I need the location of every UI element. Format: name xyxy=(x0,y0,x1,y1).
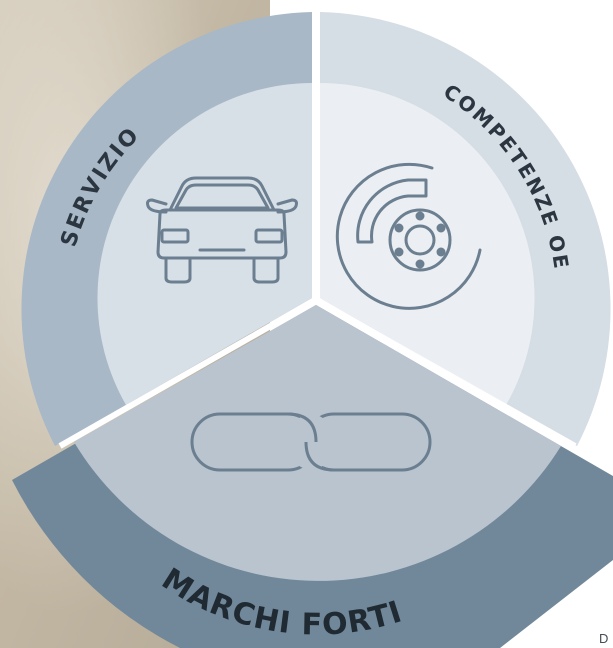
brake-disc-icon xyxy=(335,162,482,310)
corner-text: D xyxy=(599,631,609,646)
segment-competenze-oe xyxy=(320,12,611,446)
chain-link-icon xyxy=(190,412,432,472)
segment-dividers xyxy=(58,10,577,449)
car-icon xyxy=(146,176,298,284)
